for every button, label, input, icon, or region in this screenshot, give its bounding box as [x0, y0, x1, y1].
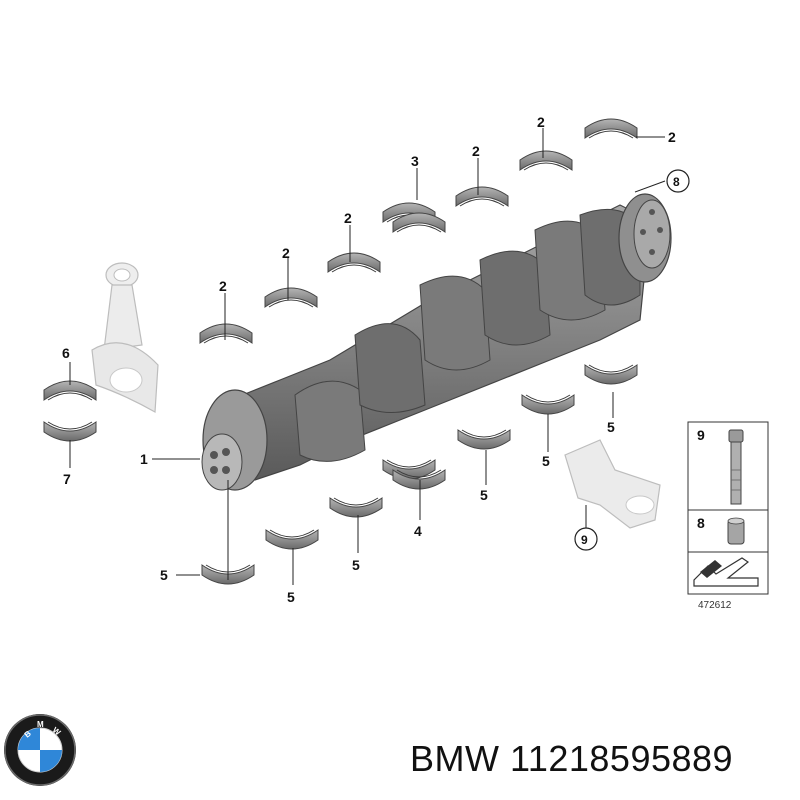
callout-1: 1 [140, 451, 148, 467]
callout-5: 5 [542, 453, 550, 469]
bmw-logo-icon: B M W [4, 714, 76, 786]
thrust-bearing-lower [382, 459, 446, 490]
thrust-bearing-upper [382, 202, 446, 233]
callout-5: 5 [160, 567, 168, 583]
dowel-pin-icon [727, 517, 745, 545]
reference-number: 472612 [698, 600, 732, 611]
crankshaft [201, 193, 672, 491]
callout-5: 5 [287, 589, 295, 605]
bolt-icon [728, 429, 744, 505]
callout-5: 5 [352, 557, 360, 573]
callout-2: 2 [344, 210, 352, 226]
callouts: 1 2 2 2 3 2 2 2 6 7 5 5 5 4 5 5 5 8 9 [62, 114, 690, 605]
callout-2: 2 [537, 114, 545, 130]
legend-label-8: 8 [697, 515, 705, 531]
footer-caption: BMW 11218595889 [410, 738, 733, 780]
callout-4: 4 [414, 523, 422, 539]
arrow-pictogram-icon [693, 557, 759, 587]
callout-5: 5 [607, 419, 615, 435]
leader-lines [69, 128, 666, 585]
svg-text:M: M [37, 720, 44, 729]
svg-text:B: B [23, 729, 33, 740]
brand-name: BMW [410, 738, 500, 779]
callout-2: 2 [219, 278, 227, 294]
callout-5: 5 [480, 487, 488, 503]
part-number: 11218595889 [510, 738, 734, 779]
legend-box: 9 8 472612 [687, 421, 769, 611]
callout-9: 9 [581, 533, 588, 547]
callout-2: 2 [282, 245, 290, 261]
callout-8: 8 [673, 175, 680, 189]
callout-2: 2 [668, 129, 676, 145]
callout-circle-9 [574, 527, 598, 551]
bearing-cap [564, 439, 661, 529]
legend-label-9: 9 [697, 427, 705, 443]
svg-text:W: W [51, 725, 63, 737]
callout-circle-8 [666, 169, 690, 193]
connecting-rod [91, 262, 159, 413]
callout-7: 7 [63, 471, 71, 487]
callout-2: 2 [472, 143, 480, 159]
callout-6: 6 [62, 345, 70, 361]
callout-3: 3 [411, 153, 419, 169]
